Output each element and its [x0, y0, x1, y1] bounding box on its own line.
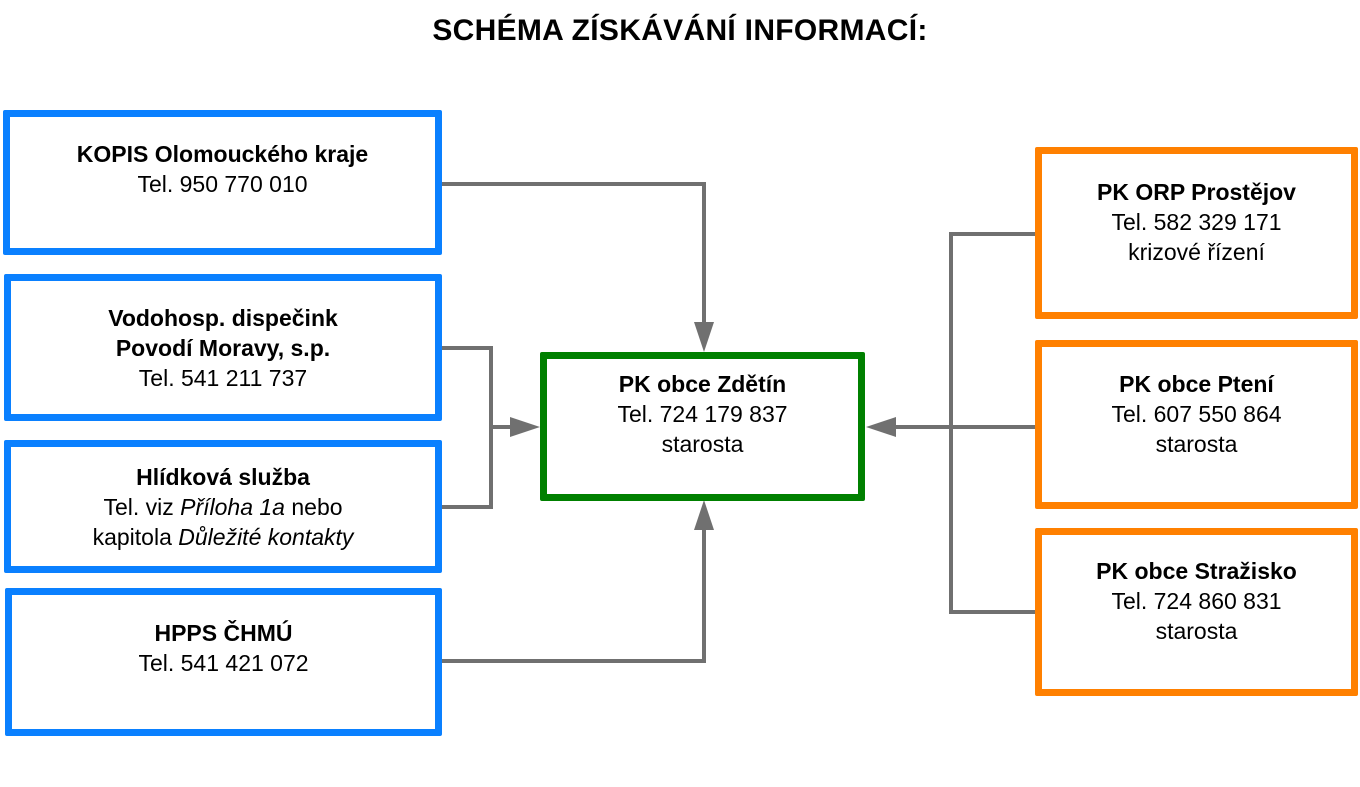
- neighbor-tel: Tel. 582 329 171: [1111, 209, 1282, 235]
- arrowhead-right: [510, 417, 540, 437]
- source-box-hpps: HPPS ČHMÚ Tel. 541 421 072: [5, 588, 442, 736]
- diagram-title: SCHÉMA ZÍSKÁVÁNÍ INFORMACÍ:: [432, 14, 928, 47]
- neighbor-box-pteni: PK obce Ptení Tel. 607 550 864 starosta: [1035, 340, 1358, 509]
- source-tel: Tel. 541 421 072: [138, 650, 309, 676]
- neighbor-tel: Tel. 607 550 864: [1111, 400, 1282, 427]
- neighbor-name: PK ORP Prostějov: [1097, 179, 1296, 205]
- source-name-line2: Povodí Moravy, s.p.: [115, 334, 331, 361]
- source-tel: Tel. 950 770 010: [137, 170, 308, 197]
- neighbor-tel: Tel. 724 860 831: [1111, 588, 1282, 614]
- neighbor-role: starosta: [1155, 430, 1238, 457]
- source-box-hlidkova: Hlídková služba Tel. viz Příloha 1a nebo…: [4, 440, 442, 573]
- connector-vodo-hlidka: [441, 346, 493, 509]
- source-name-line1: Vodohosp. dispečink: [108, 304, 338, 331]
- source-name: Hlídková služba: [136, 463, 310, 490]
- tel-prefix: Tel. viz: [103, 493, 181, 520]
- arrowhead-up: [694, 500, 714, 530]
- neighbor-role: krizové řízení: [1128, 239, 1265, 265]
- center-role: starosta: [661, 430, 744, 457]
- source-chapter-line: kapitola Důležité kontakty: [93, 522, 354, 552]
- arrowhead-left: [866, 417, 896, 437]
- neighbor-role: starosta: [1155, 618, 1238, 644]
- source-tel: Tel. 541 211 737: [138, 364, 308, 391]
- neighbor-name: PK obce Ptení: [1119, 370, 1274, 397]
- neighbor-box-strazisko: PK obce Stražisko Tel. 724 860 831 staro…: [1035, 528, 1358, 696]
- neighbor-name: PK obce Stražisko: [1096, 558, 1297, 584]
- neighbor-box-prostejov: PK ORP Prostějov Tel. 582 329 171 krizov…: [1035, 147, 1358, 319]
- connector-hpps: [441, 530, 706, 663]
- center-name: PK obce Zdětín: [618, 370, 787, 397]
- tel-suffix: nebo: [284, 493, 343, 520]
- chapter-ref: Důležité kontakty: [178, 523, 354, 550]
- connector-kopis: [441, 182, 706, 322]
- tel-attachment-ref: Příloha 1a: [180, 493, 285, 520]
- source-name: HPPS ČHMÚ: [154, 620, 293, 646]
- center-box-zdetin: PK obce Zdětín Tel. 724 179 837 starosta: [540, 352, 865, 501]
- source-tel-line: Tel. viz Příloha 1a nebo: [103, 492, 342, 522]
- source-name: KOPIS Olomouckého kraje: [76, 140, 369, 167]
- connector-right-bus: [949, 232, 1035, 614]
- chapter-prefix: kapitola: [92, 523, 179, 550]
- arrowhead-down: [694, 322, 714, 352]
- source-box-kopis: KOPIS Olomouckého kraje Tel. 950 770 010: [3, 110, 442, 255]
- center-tel: Tel. 724 179 837: [617, 400, 788, 427]
- source-box-vodohosp: Vodohosp. dispečink Povodí Moravy, s.p. …: [4, 274, 442, 421]
